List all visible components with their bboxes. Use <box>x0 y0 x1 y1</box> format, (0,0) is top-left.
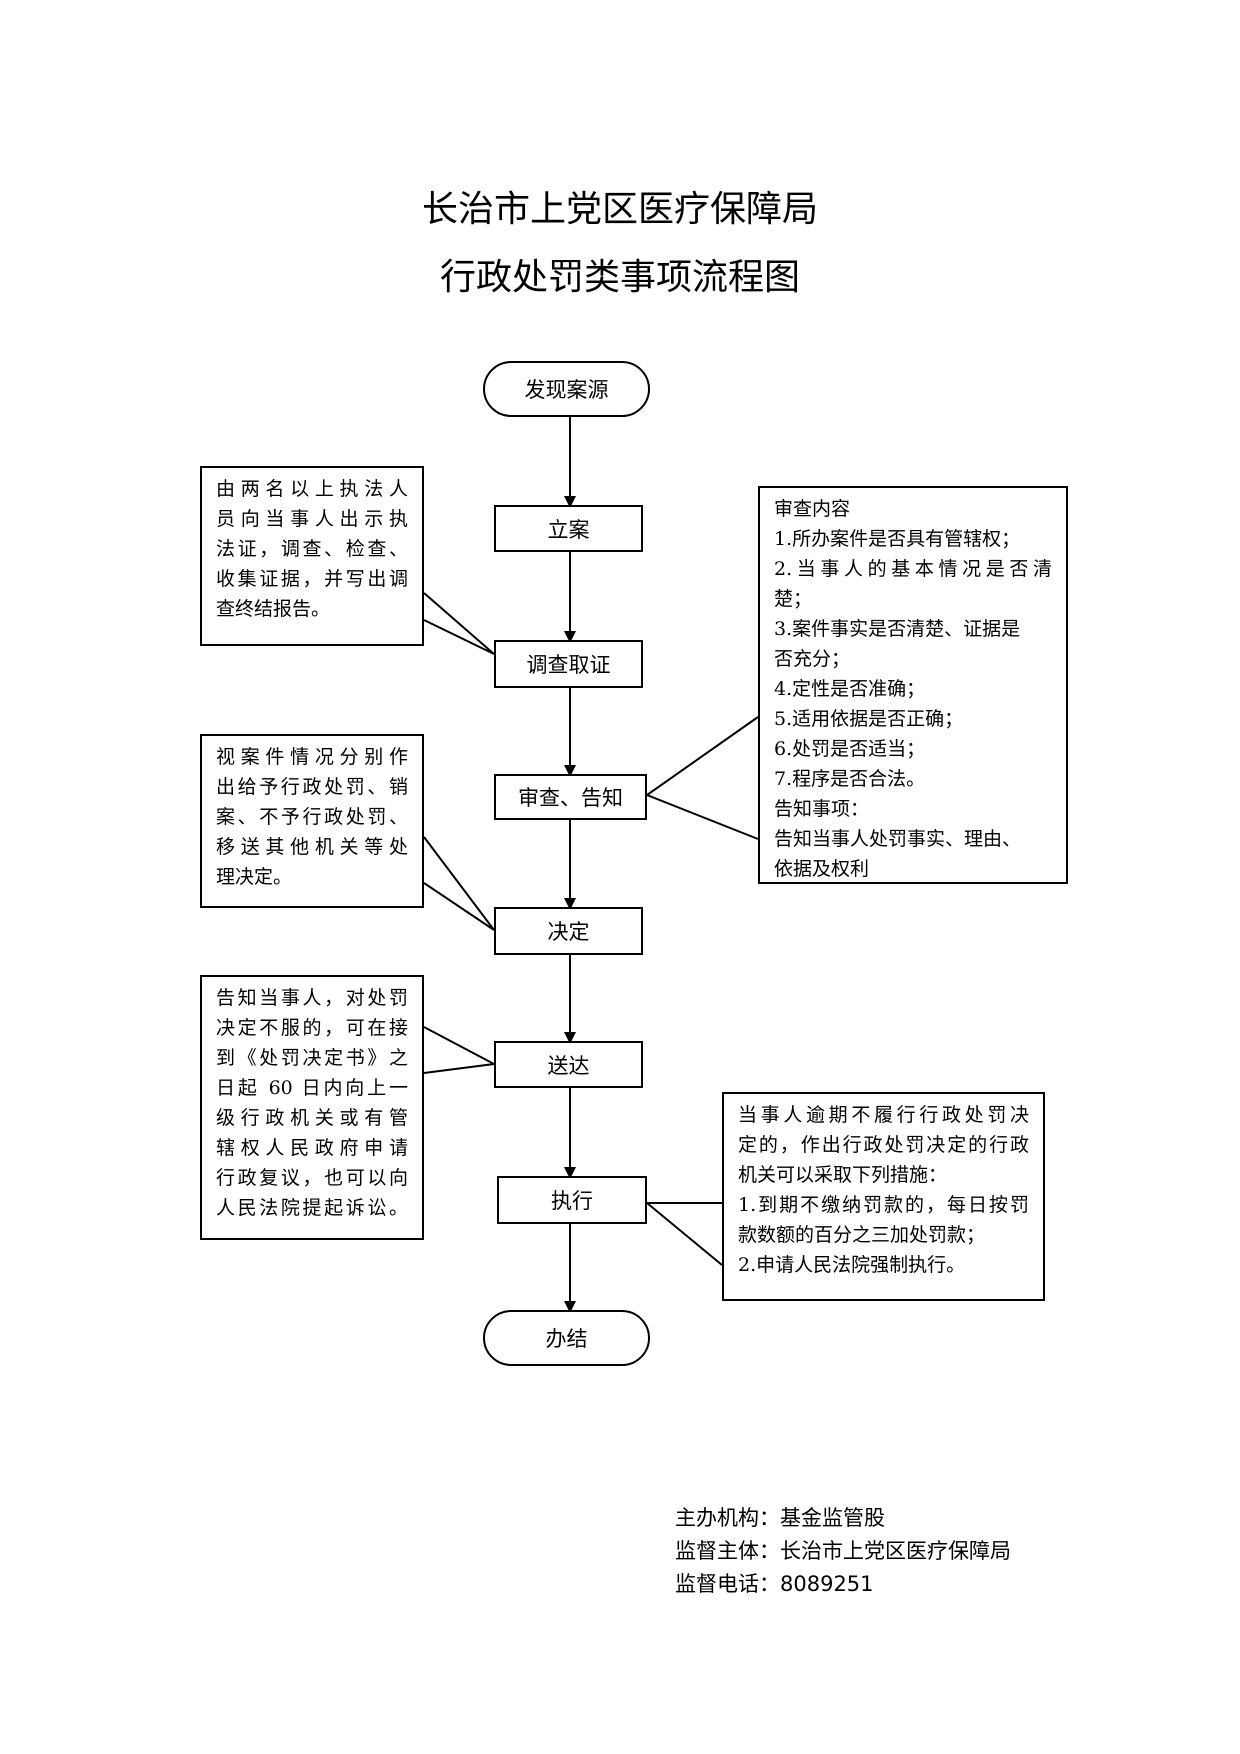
note-line: 日起 60 日内向上一 <box>216 1077 408 1099</box>
note-line: 告知当事人，对处罚 <box>216 987 408 1009</box>
flow-node-step5: 送达 <box>494 1041 643 1088</box>
note-decision: 视案件情况分别作 出给予行政处罚、销 案、不予行政处罚、 移送其他机关等处 理决… <box>200 734 424 908</box>
footer-host-agency: 主办机构：基金监管股 <box>675 1506 885 1530</box>
note-investigation: 由两名以上执法人 员向当事人出示执 法证，调查、检查、 收集证据，并写出调 查终… <box>200 466 424 646</box>
flow-node-step4: 决定 <box>494 907 643 955</box>
note-line: 告知事项： <box>774 798 870 820</box>
page-title: 长治市上党区医疗保障局 <box>421 189 818 230</box>
flow-node-step1: 立案 <box>494 505 643 552</box>
note-line: 员向当事人出示执 <box>216 508 408 530</box>
note-line: 法证，调查、检查、 <box>216 538 408 560</box>
note-line: 到《处罚决定书》之 <box>216 1047 408 1069</box>
flow-node-start: 发现案源 <box>483 361 650 417</box>
note-line: 6.处罚是否适当； <box>774 738 926 760</box>
note-line: 审查内容 <box>774 498 851 520</box>
note-line: 收集证据，并写出调 <box>216 568 408 590</box>
note-line: 依据及权利 <box>774 858 870 880</box>
callout-execute <box>644 1202 723 1266</box>
note-line: 2.当事人的基本情况是否清 <box>774 558 1052 580</box>
callout-deliver <box>423 1026 498 1074</box>
footer-supervisor: 监督主体：长治市上党区医疗保障局 <box>675 1539 1011 1563</box>
note-review: 审查内容 1.所办案件是否具有管辖权； 2.当事人的基本情况是否清 楚； 3.案… <box>758 486 1068 884</box>
note-line: 案、不予行政处罚、 <box>216 806 408 828</box>
note-line: 级行政机关或有管 <box>216 1107 408 1129</box>
page-subtitle: 行政处罚类事项流程图 <box>439 257 800 298</box>
note-line: 决定不服的，可在接 <box>216 1017 408 1039</box>
note-line: 移送其他机关等处 <box>216 836 408 858</box>
note-line: 辖权人民政府申请 <box>216 1137 408 1159</box>
note-line: 楚； <box>774 588 813 610</box>
note-line: 人民法院提起诉讼。 <box>216 1197 408 1219</box>
flow-node-step6: 执行 <box>497 1176 647 1224</box>
callout-investigate <box>423 592 495 655</box>
note-line: 1.到期不缴纳罚款的，每日按罚 <box>738 1194 1029 1216</box>
note-execution: 当事人逾期不履行行政处罚决 定的，作出行政处罚决定的行政 机关可以采取下列措施：… <box>722 1092 1045 1301</box>
note-line: 理决定。 <box>216 866 293 888</box>
note-line: 由两名以上执法人 <box>216 478 408 500</box>
callout-decide <box>423 836 495 931</box>
note-line: 告知当事人处罚事实、理由、 <box>774 828 1022 850</box>
flow-node-step2: 调查取证 <box>494 640 643 688</box>
note-line: 机关可以采取下列措施： <box>738 1164 948 1186</box>
note-line: 定的，作出行政处罚决定的行政 <box>738 1134 1029 1156</box>
flow-node-end: 办结 <box>483 1310 650 1366</box>
note-line: 否充分； <box>774 648 851 670</box>
flow-node-step3: 审查、告知 <box>494 774 647 820</box>
note-line: 3.案件事实是否清楚、证据是 <box>774 618 1021 640</box>
note-line: 行政复议，也可以向 <box>216 1167 408 1189</box>
note-line: 查终结报告。 <box>216 598 331 620</box>
note-delivery: 告知当事人，对处罚 决定不服的，可在接 到《处罚决定书》之 日起 60 日内向上… <box>200 975 424 1240</box>
note-line: 1.所办案件是否具有管辖权； <box>774 528 1021 550</box>
note-line: 4.定性是否准确； <box>774 678 926 700</box>
note-line: 2.申请人民法院强制执行。 <box>738 1254 966 1276</box>
note-line: 款数额的百分之三加处罚款； <box>738 1224 986 1246</box>
note-line: 出给予行政处罚、销 <box>216 776 408 798</box>
note-line: 当事人逾期不履行行政处罚决 <box>738 1104 1029 1126</box>
note-line: 视案件情况分别作 <box>216 746 408 768</box>
footer-phone: 监督电话：8089251 <box>675 1572 874 1596</box>
callout-review <box>644 716 759 840</box>
note-line: 5.适用依据是否正确； <box>774 708 964 730</box>
note-line: 7.程序是否合法。 <box>774 768 926 790</box>
